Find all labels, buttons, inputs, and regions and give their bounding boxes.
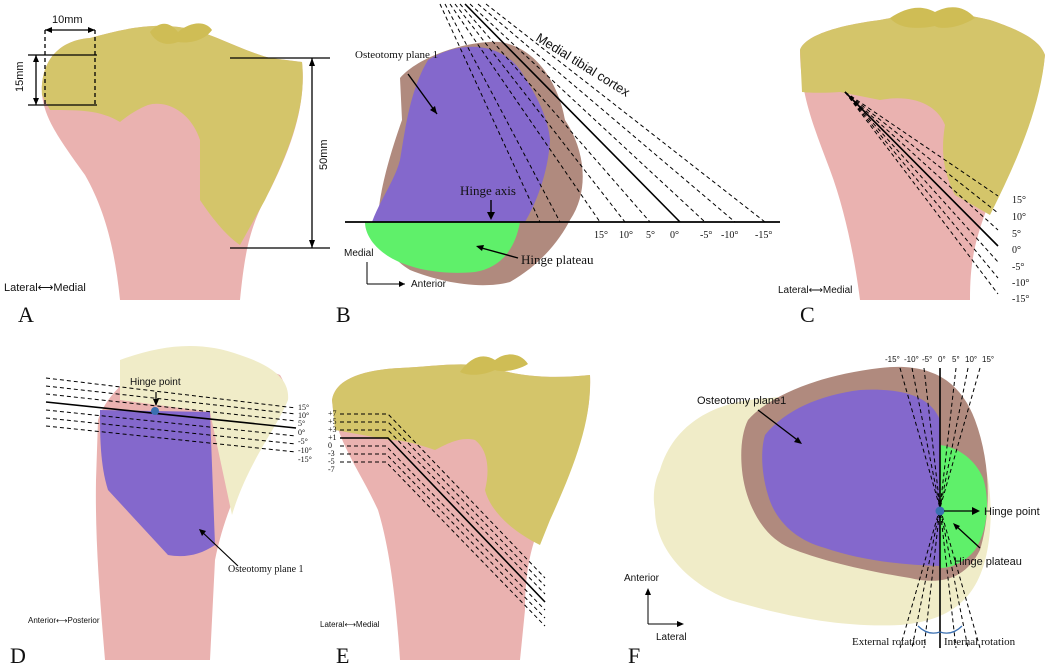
bone-overlay-d bbox=[120, 345, 289, 515]
angle-d-3: 0° bbox=[298, 428, 305, 437]
hinge-plateau-b bbox=[365, 222, 520, 273]
axis-anterior-b: Anterior bbox=[411, 279, 447, 290]
angle-ticks-b: 15° 10° 5° 0° -5° -10° -15° bbox=[594, 230, 772, 241]
angle-d-2: 5° bbox=[298, 419, 305, 428]
tibial-spine-c bbox=[890, 7, 975, 28]
angle-c-2: 5° bbox=[1012, 229, 1021, 240]
axis-anterior-f: Anterior bbox=[624, 573, 660, 584]
panel-f: Hinge point Hinge plateau Osteotomy plan… bbox=[624, 355, 1040, 666]
angle-e-5: -3 bbox=[328, 449, 335, 458]
angle-e-1: +5 bbox=[328, 417, 337, 426]
angle-e-7: -7 bbox=[328, 465, 335, 474]
hinge-point-label-d: Hinge point bbox=[130, 377, 181, 388]
angle-e-2: +3 bbox=[328, 425, 337, 434]
hinge-point-d bbox=[151, 407, 159, 415]
angle-b-5: -10° bbox=[721, 230, 738, 241]
angle-b-1: 10° bbox=[619, 230, 633, 241]
panel-d: Hinge point 15° 10° 5° 0° -5° -10° -15° … bbox=[10, 345, 312, 666]
axis-medial-b: Medial bbox=[344, 248, 373, 259]
osteotomy-plane-b bbox=[372, 46, 550, 222]
panel-label-f: F bbox=[628, 643, 640, 666]
angle-ticks-f: -15° -10° -5° 0° 5° 10° 15° bbox=[885, 355, 994, 364]
cartilage-c bbox=[800, 13, 1045, 215]
internal-rotation-label: Internal rotation bbox=[944, 636, 1016, 648]
angle-e-4: 0 bbox=[328, 441, 332, 450]
angle-c-0: 15° bbox=[1012, 195, 1026, 206]
orientation-d: Anterior⟷Posterior bbox=[28, 616, 100, 625]
angle-ticks-e: +7 +5 +3 +1 0 -3 -5 -7 bbox=[328, 409, 337, 474]
angle-c-4: -5° bbox=[1012, 262, 1024, 273]
angle-b-6: -15° bbox=[755, 230, 772, 241]
dim-height-label: 15mm bbox=[14, 61, 26, 92]
osteotomy-plane-d bbox=[100, 410, 215, 557]
angle-f-2: -5° bbox=[922, 355, 932, 364]
panel-label-e: E bbox=[336, 643, 349, 666]
orientation-a: Lateral⟷Medial bbox=[4, 282, 86, 294]
orientation-c: Lateral⟷Medial bbox=[778, 285, 852, 296]
angle-b-3: 0° bbox=[670, 230, 679, 241]
angle-f-0: -15° bbox=[885, 355, 900, 364]
panel-label-a: A bbox=[18, 302, 34, 327]
axis-lateral-f: Lateral bbox=[656, 632, 687, 643]
osteotomy-plane-f bbox=[762, 389, 940, 566]
panel-b: Osteotomy plane 1 Medial tibial cortex H… bbox=[336, 3, 780, 327]
angle-d-4: -5° bbox=[298, 437, 308, 446]
hinge-axis-label-b: Hinge axis bbox=[460, 183, 516, 198]
angle-d-1: 10° bbox=[298, 411, 309, 420]
angle-e-6: -5 bbox=[328, 457, 335, 466]
rotation-arc-internal bbox=[939, 625, 963, 634]
angle-f-6: 15° bbox=[982, 355, 994, 364]
dim-width-label: 10mm bbox=[52, 14, 83, 26]
rotation-arc-external bbox=[917, 625, 941, 634]
dim-length-label: 50mm bbox=[318, 139, 330, 170]
angle-c-3: 0° bbox=[1012, 245, 1021, 256]
angle-f-3: 0° bbox=[938, 355, 946, 364]
hinge-plateau-label-b: Hinge plateau bbox=[521, 252, 594, 267]
angle-b-4: -5° bbox=[700, 230, 712, 241]
panel-e: +7 +5 +3 +1 0 -3 -5 -7 Lateral⟷Medial E bbox=[320, 354, 591, 666]
angle-e-0: +7 bbox=[328, 409, 337, 418]
panel-c: 15° 10° 5° 0° -5° -10° -15° Lateral⟷Medi… bbox=[778, 7, 1045, 327]
angle-b-2: 5° bbox=[646, 230, 655, 241]
cartilage-e bbox=[332, 364, 591, 545]
angle-f-4: 5° bbox=[952, 355, 960, 364]
angle-c-1: 10° bbox=[1012, 212, 1026, 223]
angle-f-5: 10° bbox=[965, 355, 977, 364]
angle-c-6: -15° bbox=[1012, 294, 1029, 305]
hinge-point-f bbox=[935, 506, 945, 516]
angle-d-0: 15° bbox=[298, 403, 309, 412]
tibial-spine-a bbox=[150, 23, 212, 44]
hinge-plateau-label-f: Hinge plateau bbox=[954, 556, 1022, 568]
plane-label-b: Osteotomy plane 1 bbox=[355, 49, 438, 61]
panel-label-c: C bbox=[800, 302, 815, 327]
plane-label-d: Osteotomy plane 1 bbox=[228, 564, 304, 575]
angle-ticks-d: 15° 10° 5° 0° -5° -10° -15° bbox=[298, 403, 312, 464]
hinge-plateau-f bbox=[940, 445, 987, 568]
angle-f-1: -10° bbox=[904, 355, 919, 364]
tibial-spine-e bbox=[460, 354, 528, 375]
plane-label-f: Osteotomy plane1 bbox=[697, 395, 786, 407]
angle-d-6: -15° bbox=[298, 455, 312, 464]
cartilage-a bbox=[41, 25, 303, 245]
panel-label-d: D bbox=[10, 643, 26, 666]
angle-c-5: -10° bbox=[1012, 278, 1029, 289]
panel-label-b: B bbox=[336, 302, 351, 327]
external-rotation-label: External rotation bbox=[852, 636, 927, 648]
orientation-e: Lateral⟷Medial bbox=[320, 620, 380, 629]
angle-e-3: +1 bbox=[328, 433, 337, 442]
angle-b-0: 15° bbox=[594, 230, 608, 241]
panel-a: 10mm 15mm 50mm Lateral⟷Medial A bbox=[4, 14, 330, 327]
angle-ticks-c: 15° 10° 5° 0° -5° -10° -15° bbox=[1012, 195, 1029, 305]
angle-d-5: -10° bbox=[298, 446, 312, 455]
hinge-point-label-f: Hinge point bbox=[984, 506, 1040, 518]
